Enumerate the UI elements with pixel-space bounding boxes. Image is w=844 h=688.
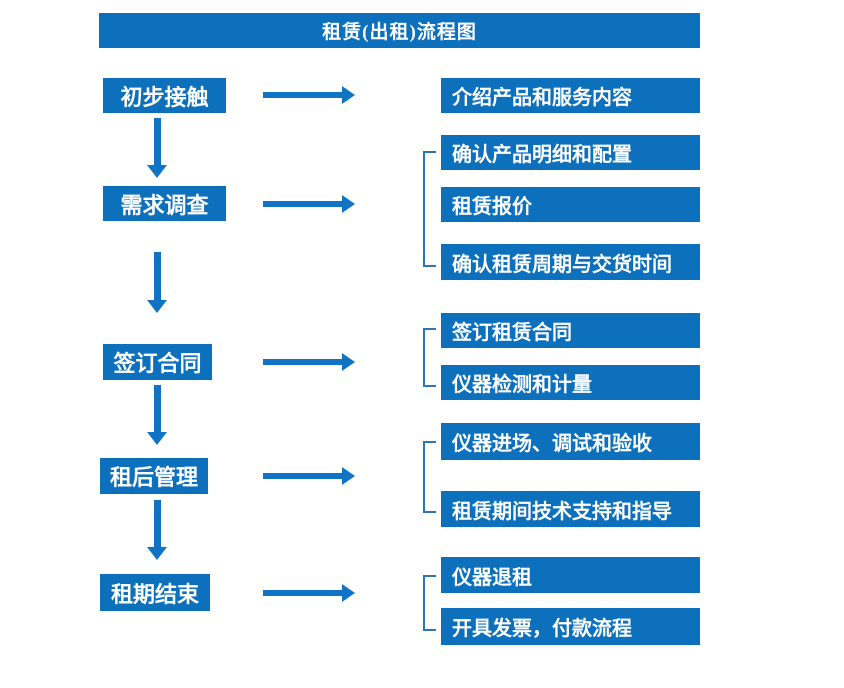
right-arrow-icon-5 bbox=[263, 584, 355, 602]
right-arrow-icon-2 bbox=[263, 195, 355, 213]
detail-invoice-payment-process: 开具发票，付款流程 bbox=[441, 608, 700, 645]
detail-introduce-product-services: 介绍产品和服务内容 bbox=[441, 78, 700, 113]
detail-instrument-return: 仪器退租 bbox=[441, 557, 700, 593]
group-bracket-contract-signing bbox=[423, 328, 436, 387]
step-contract-signing: 签订合同 bbox=[103, 344, 212, 380]
down-arrow-icon-4 bbox=[147, 500, 168, 560]
right-arrow-icon-1 bbox=[263, 86, 355, 104]
detail-instrument-testing-calibration: 仪器检测和计量 bbox=[441, 365, 700, 400]
detail-confirm-period-delivery: 确认租赁周期与交货时间 bbox=[441, 244, 700, 280]
down-arrow-icon-1 bbox=[147, 118, 168, 178]
detail-rental-quotation: 租赁报价 bbox=[441, 187, 700, 222]
down-arrow-icon-3 bbox=[147, 385, 168, 445]
right-arrow-icon-4 bbox=[263, 467, 355, 485]
step-initial-contact: 初步接触 bbox=[103, 78, 226, 113]
detail-instrument-arrival-acceptance: 仪器进场、调试和验收 bbox=[441, 423, 700, 460]
down-arrow-icon-2 bbox=[147, 252, 168, 313]
right-arrow-icon-3 bbox=[263, 353, 355, 371]
step-demand-survey: 需求调查 bbox=[103, 186, 226, 221]
step-lease-end: 租期结束 bbox=[100, 574, 210, 611]
detail-rental-tech-support: 租赁期间技术支持和指导 bbox=[441, 491, 700, 527]
group-bracket-lease-end bbox=[423, 575, 436, 631]
flowchart-title: 租赁(出租)流程图 bbox=[99, 13, 700, 48]
group-bracket-demand-survey bbox=[423, 151, 436, 267]
detail-sign-rental-contract: 签订租赁合同 bbox=[441, 313, 700, 348]
detail-confirm-product-config: 确认产品明细和配置 bbox=[441, 135, 700, 170]
group-bracket-post-rental bbox=[423, 441, 436, 513]
step-post-rental-management: 租后管理 bbox=[100, 458, 208, 494]
